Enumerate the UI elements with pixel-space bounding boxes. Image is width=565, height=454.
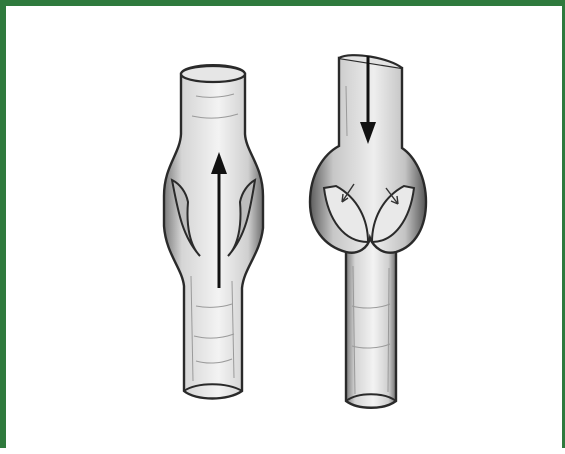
vessel-open-valve [164,65,263,399]
vessel-closed-valve [310,55,426,408]
valve-diagram [6,6,565,454]
vessel-top-rim [181,66,245,82]
vessel-body [164,74,263,399]
